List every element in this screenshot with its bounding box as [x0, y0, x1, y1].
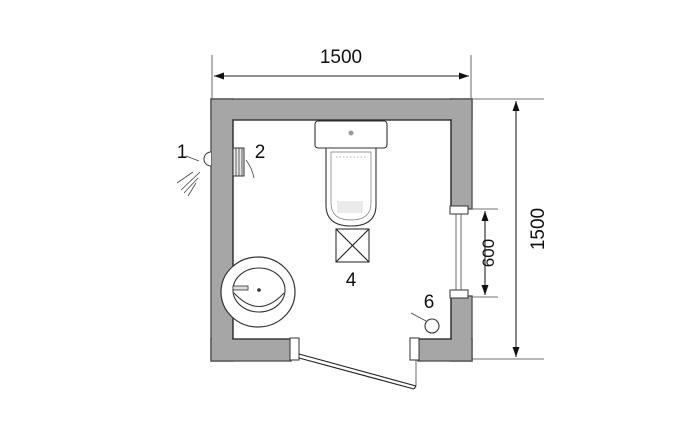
height-dimension: 1500 — [472, 98, 549, 360]
height-dimension-label: 1500 — [528, 208, 549, 250]
label-4: 4 — [346, 270, 357, 291]
floor-drain-4: 4 — [335, 228, 370, 291]
wall-fixture-1: 1 — [177, 142, 212, 197]
side-opening — [449, 205, 469, 299]
entrance-door — [289, 337, 420, 390]
round-fixture-6: 6 — [410, 292, 440, 334]
label-2: 2 — [255, 142, 266, 163]
opening-dimension: 600 — [472, 208, 498, 298]
width-dimension-label: 1500 — [320, 47, 362, 68]
label-6: 6 — [424, 292, 435, 313]
label-1: 1 — [177, 142, 188, 163]
toilet — [314, 120, 388, 227]
washbasin — [220, 256, 296, 328]
opening-dimension-label: 600 — [479, 239, 498, 267]
wall-accessory-2: 2 — [232, 142, 266, 179]
width-dimension: 1500 — [211, 47, 472, 99]
